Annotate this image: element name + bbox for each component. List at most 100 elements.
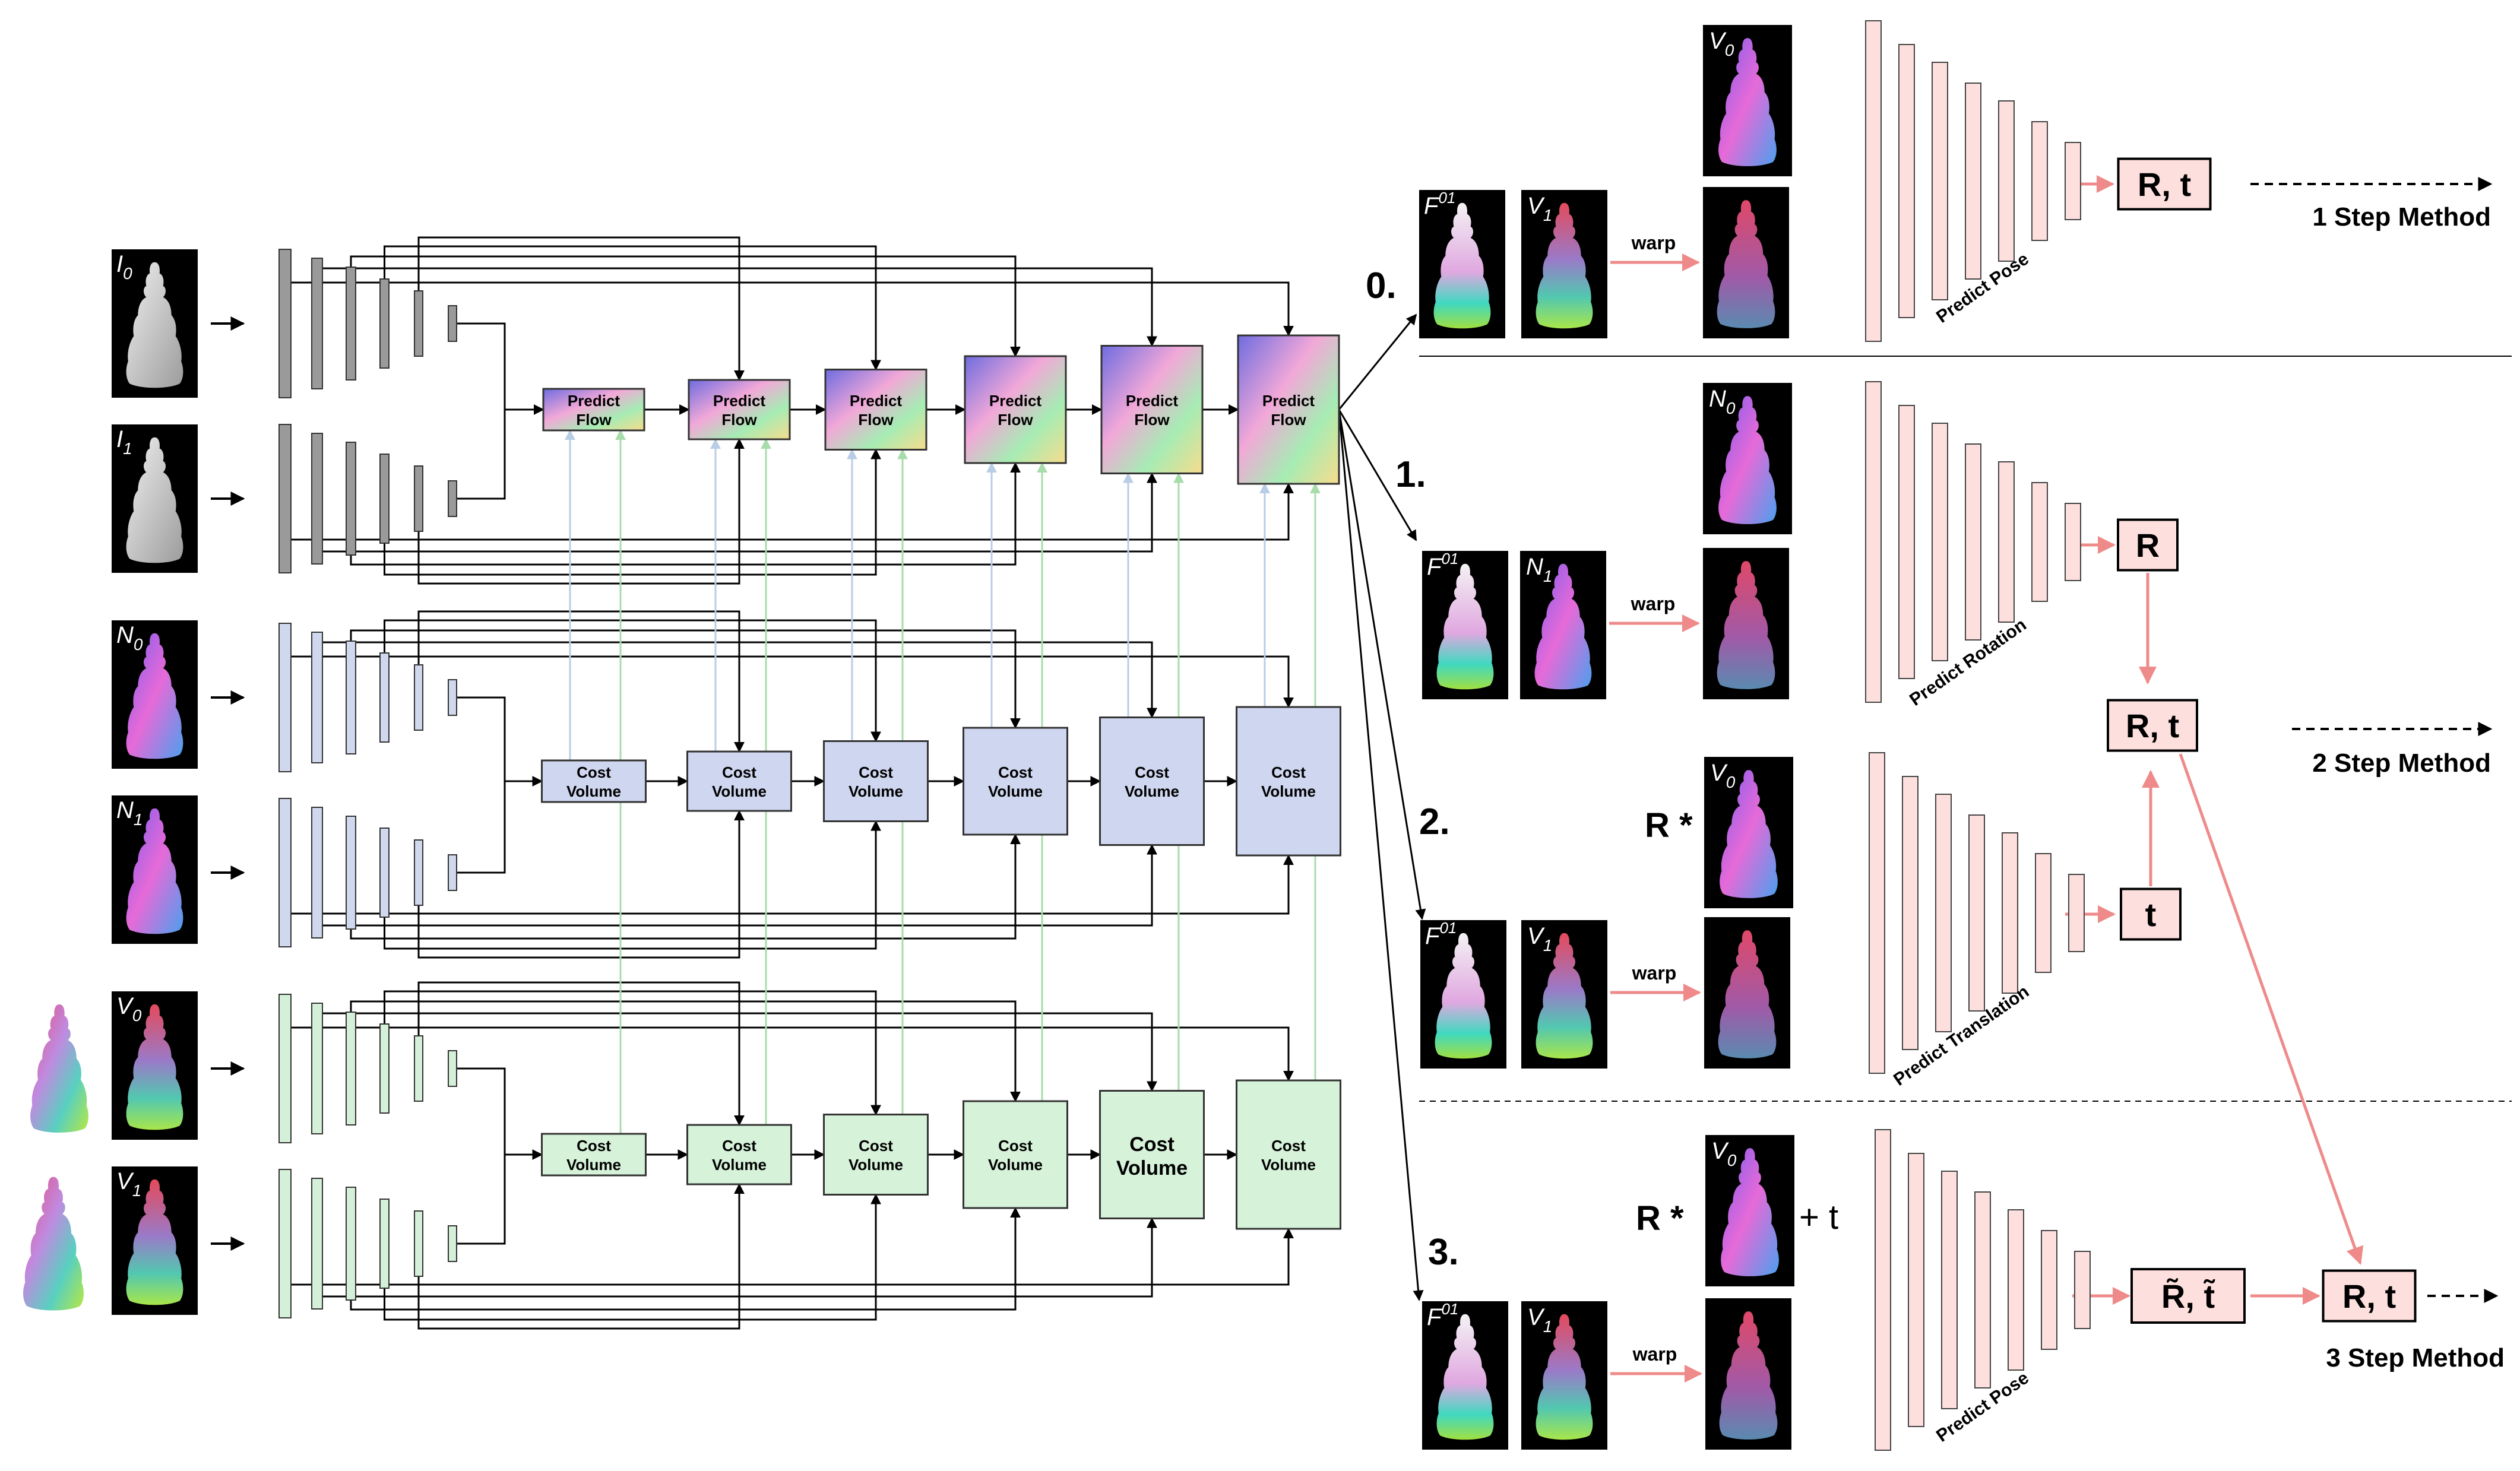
step2-flow-thumb — [1420, 920, 1506, 1069]
image-enc1-level-0 — [278, 424, 292, 573]
vertex-skip-bot-2 — [350, 1207, 1021, 1311]
step3-pose-net-level-3 — [1974, 1191, 1991, 1388]
step0-warped-thumb — [1703, 187, 1789, 338]
predict-flow-2-label-1: Predict — [850, 392, 902, 410]
step2-pose-net-level-4 — [2002, 832, 2018, 994]
step0-pose-net-level-0 — [1865, 20, 1882, 342]
vertex-cost-volume-5 — [1236, 1079, 1341, 1230]
vertex-skip-top-4 — [284, 994, 1294, 1082]
step1-warp-label: warp — [1631, 593, 1676, 614]
image-enc1-level-4 — [414, 465, 423, 532]
vertex-enc0-level-4 — [414, 1035, 423, 1102]
vertex-skip-top-1 — [384, 990, 881, 1116]
predict-flow-0 — [542, 388, 645, 432]
image-enc0-level-0 — [278, 249, 292, 398]
step3-flow-label-sup: 01 — [1441, 1300, 1458, 1318]
vertex-skip-bot-1 — [384, 1193, 881, 1321]
vertex-cost-volume-3 — [963, 1100, 1068, 1209]
step3-warp-label: warp — [1632, 1343, 1677, 1365]
step-3-label: 3. — [1428, 1232, 1459, 1273]
image-skip-bot-4 — [284, 483, 1294, 573]
vertex-enc0-level-1 — [311, 1003, 323, 1134]
predict-flow-2-label-2: Flow — [858, 411, 894, 429]
image-enc0-level-3 — [379, 278, 390, 369]
step3-R-star: R * — [1636, 1199, 1684, 1238]
vertex-enc1-level-5 — [448, 1225, 457, 1262]
predict-flow-3-label-2: Flow — [998, 411, 1033, 429]
normal-skip-bot-4 — [284, 854, 1294, 947]
vertex-enc0-level-3 — [379, 1023, 390, 1114]
image-skip-top-3 — [316, 258, 1157, 347]
step3-source-label-sub: 1 — [1543, 1317, 1553, 1336]
fan-arrow-2 — [1338, 409, 1426, 920]
vertex-cost-volume-0 — [541, 1133, 647, 1177]
step3-target-thumb — [1705, 1135, 1794, 1286]
normal-cost-volume-5 — [1236, 706, 1341, 857]
image-enc1-level-2 — [346, 442, 356, 556]
step3-source-thumb — [1521, 1301, 1607, 1450]
step1-pose-net-level-1 — [1898, 405, 1915, 679]
step2-source-thumb — [1521, 920, 1607, 1069]
vertex-merge-line-b — [457, 1155, 506, 1245]
step0-Rt-box-text: R, t — [2138, 166, 2191, 203]
step1-target-label-sub: 0 — [1726, 399, 1736, 417]
step0-flow-label-sup: 01 — [1438, 189, 1455, 207]
image-enc1-level-1 — [311, 433, 323, 565]
vertex-cost-volume-4 — [1099, 1090, 1205, 1219]
fan-arrow-3 — [1338, 409, 1424, 1301]
normal-enc1-level-4 — [414, 839, 423, 906]
normal-skip-top-0 — [417, 610, 745, 753]
normal-cost-volume-4-label-1: Cost — [1135, 763, 1169, 781]
input-V0-label-sub: 0 — [132, 1006, 142, 1025]
vertex-enc1-level-2 — [346, 1187, 356, 1301]
vertex-enc0-level-2 — [346, 1012, 356, 1126]
rainbow-statue-1 — [23, 1177, 84, 1311]
step2-pose-net-level-5 — [2035, 853, 2052, 973]
step0-target-thumb — [1703, 25, 1792, 176]
normal-enc0-level-2 — [346, 641, 356, 754]
predict-flow-4-label-1: Predict — [1126, 392, 1178, 410]
step1-pose-net-level-2 — [1932, 423, 1948, 661]
normal-cost-volume-1-label-1: Cost — [722, 763, 756, 781]
step2-source-label-sub: 1 — [1543, 936, 1553, 955]
vertex-enc1-level-0 — [278, 1169, 292, 1318]
Rt-to-Rt-step3 — [2179, 753, 2364, 1265]
normal-cost-volume-3-label-2: Volume — [988, 782, 1043, 800]
vertex-skip-bot-0 — [417, 1183, 745, 1330]
normal-cost-volume-3-label-1: Cost — [998, 763, 1033, 781]
step3-pose-net-level-0 — [1875, 1129, 1891, 1451]
step3-Rtilde-box — [2130, 1268, 2246, 1324]
vertex-cost-volume-1-label-1: Cost — [722, 1137, 756, 1155]
vertex-enc1-level-3 — [379, 1199, 390, 1289]
vertex-skip-top-0 — [417, 981, 745, 1126]
image-skip-bot-0 — [417, 438, 745, 585]
step1-flow-thumb — [1422, 551, 1508, 699]
step0-pose-net-level-5 — [2031, 121, 2048, 241]
vertex-enc1-level-1 — [311, 1178, 323, 1310]
predict-flow-5 — [1237, 334, 1340, 485]
image-skip-bot-3 — [316, 472, 1157, 564]
step2-Rt-box-text: R, t — [2126, 707, 2179, 744]
vertex-cost-volume-1 — [686, 1124, 792, 1185]
normal-cost-volume-2-label-2: Volume — [849, 782, 903, 800]
input-N0-label-sub: 0 — [134, 635, 143, 654]
step2-Rt-box — [2107, 699, 2198, 752]
vertex-cost-volume-0-label-2: Volume — [566, 1156, 621, 1174]
normal-skip-top-4 — [284, 623, 1294, 708]
step3-Rt-box — [2322, 1269, 2417, 1323]
fan-arrow-0 — [1338, 313, 1417, 410]
step1-pose-net-level-3 — [1965, 443, 1981, 641]
step2-pose-net-level-1 — [1902, 776, 1919, 1050]
input-N1-label-sub: 1 — [134, 810, 143, 829]
normal-skip-top-3 — [316, 632, 1157, 719]
predict-flow-1-label-1: Predict — [713, 392, 765, 410]
step0-target-label-sub: 0 — [1725, 41, 1734, 59]
predict-flow-4 — [1100, 345, 1204, 474]
image-skip-top-4 — [284, 249, 1294, 337]
diagram-nodes — [23, 20, 2512, 1451]
step1-pose-net-level-4 — [1998, 461, 2015, 623]
step2-pose-net-level-3 — [1968, 814, 1985, 1012]
predict-flow-3-label-1: Predict — [989, 392, 1041, 410]
vertex-cost-volume-4-label-1: Cost — [1129, 1133, 1174, 1156]
